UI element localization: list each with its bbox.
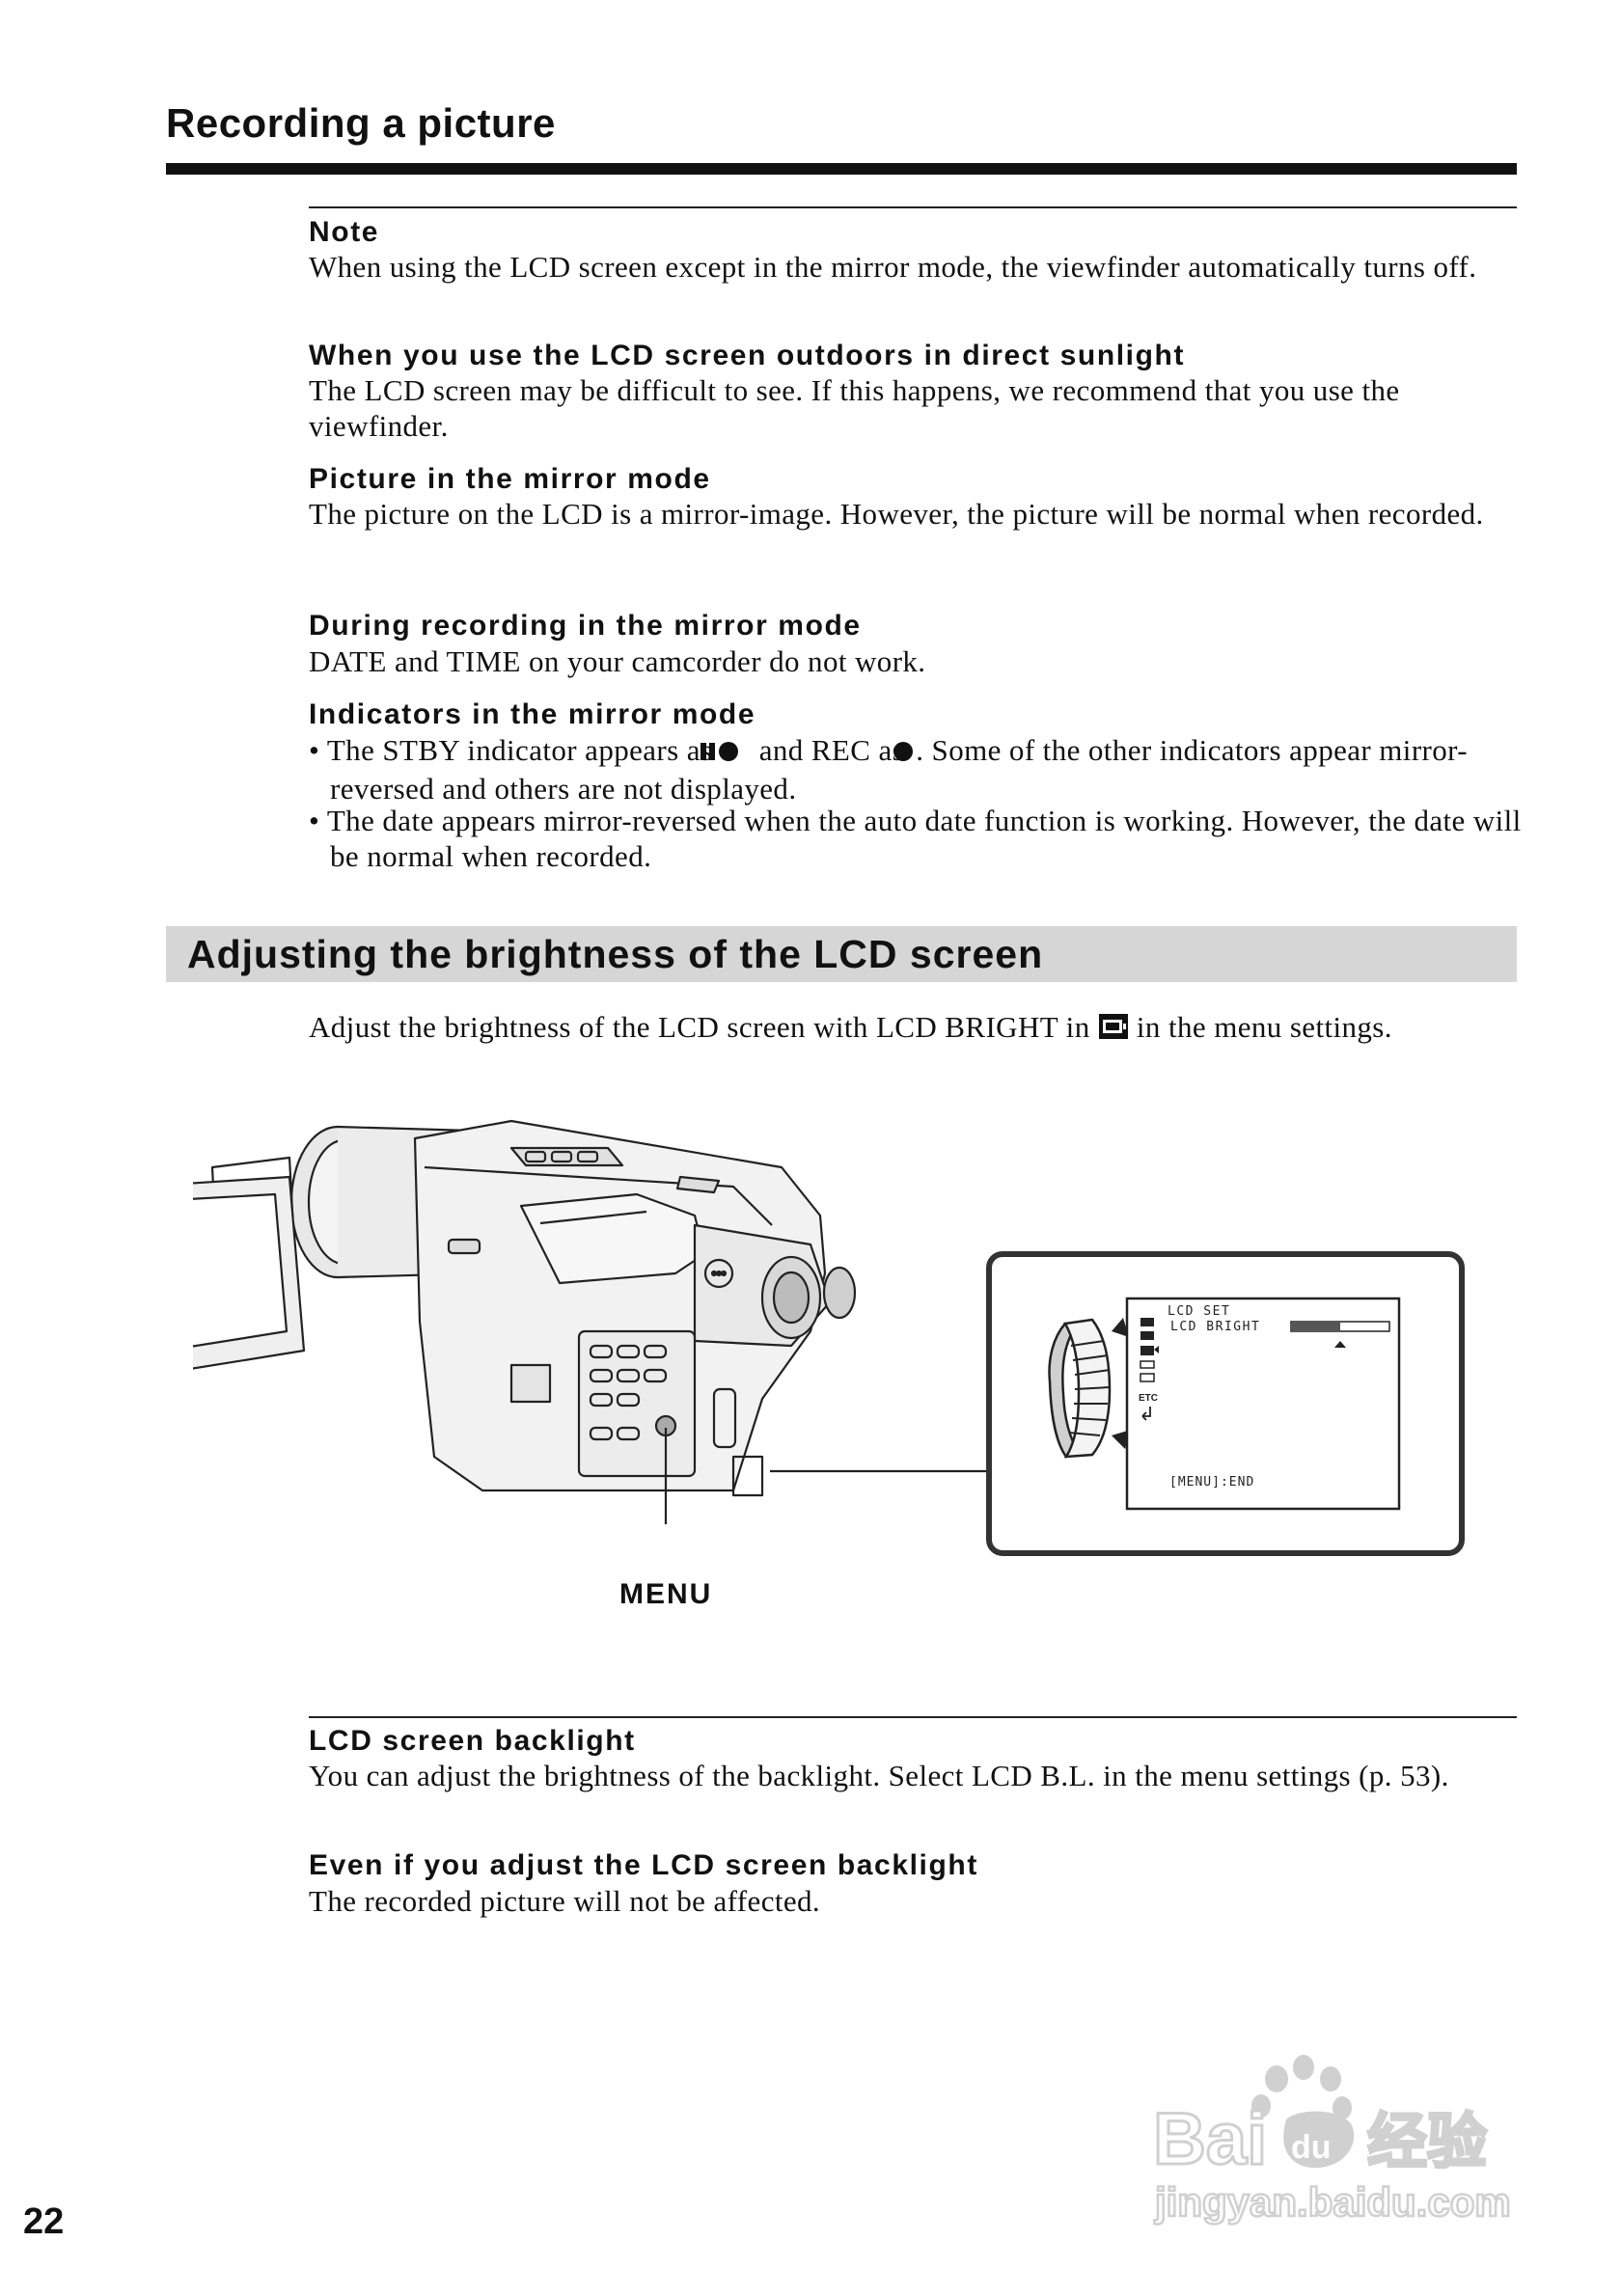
bullet-text-a: The STBY indicator appears as: [326, 733, 713, 767]
lcd-group-label: LCD SET: [1168, 1304, 1230, 1319]
lcd-item-label: LCD BRIGHT: [1170, 1320, 1260, 1334]
intro-text-b: in the menu settings.: [1136, 1010, 1392, 1044]
menu-side-icon-4: [1140, 1360, 1155, 1369]
camcorder-illustration: ETC LCD SET LCD BRIGHT [MENU]:END: [193, 1119, 1465, 1556]
paw-du-icon: du: [1283, 2111, 1355, 2169]
svg-text:du: du: [1291, 2129, 1332, 2166]
menu-side-icon-3: [1140, 1346, 1154, 1355]
divider-backlight: [309, 1716, 1517, 1718]
page-title: Recording a picture: [166, 100, 556, 146]
sunlight-heading: When you use the LCD screen outdoors in …: [309, 340, 1186, 371]
indicator-bullet-date: • The date appears mirror-reversed when …: [309, 804, 1522, 873]
divider-notes: [309, 206, 1517, 208]
page-number: 22: [23, 2201, 65, 2242]
section-title: Adjusting the brightness of the LCD scre…: [187, 932, 1044, 976]
backlight-text: You can adjust the brightness of the bac…: [309, 1759, 1449, 1792]
stby-indicator-icon: [700, 735, 752, 771]
mirror-picture-text: The picture on the LCD is a mirror-image…: [309, 497, 1484, 531]
section-bar: [166, 926, 1517, 982]
title-rule: [166, 163, 1517, 175]
lcd-menu-screen: [1125, 1297, 1401, 1511]
brightness-dial-icon: [1048, 1318, 1142, 1459]
rec-indicator-icon: [893, 735, 916, 771]
menu-side-icon-1: [1140, 1318, 1154, 1326]
backlight-effect-heading: Even if you adjust the LCD screen backli…: [309, 1849, 978, 1881]
indicator-bullet-stby: • The STBY indicator appears as and REC …: [309, 733, 1468, 806]
bullet-text-c: . Some of the other indicators appear mi…: [330, 733, 1468, 806]
brightness-marker: [1334, 1341, 1346, 1348]
backlight-heading: LCD screen backlight: [309, 1725, 636, 1757]
mirror-recording-heading: During recording in the mirror mode: [309, 610, 862, 642]
backlight-effect-text: The recorded picture will not be affecte…: [309, 1884, 821, 1918]
bullet-text-date: The date appears mirror-reversed when th…: [326, 804, 1522, 873]
mirror-picture-heading: Picture in the mirror mode: [309, 463, 711, 495]
menu-side-etc: ETC: [1139, 1393, 1158, 1404]
brightness-fill: [1292, 1323, 1340, 1330]
mirror-recording-text: DATE and TIME on your camcorder do not w…: [309, 644, 926, 678]
intro-text-a: Adjust the brightness of the LCD screen …: [309, 1010, 1090, 1044]
bullet-text-b: and REC as: [758, 733, 905, 767]
note-text: When using the LCD screen except in the …: [309, 250, 1477, 284]
watermark-suffix: 经验: [1367, 2106, 1487, 2176]
section-intro: Adjust the brightness of the LCD screen …: [309, 1009, 1525, 1048]
menu-side-icon-5: [1140, 1373, 1155, 1382]
menu-callout-label: MENU: [619, 1578, 713, 1610]
mirror-indicators-heading: Indicators in the mirror mode: [309, 698, 756, 730]
watermark-url: jingyan.baidu.com: [1154, 2179, 1511, 2225]
menu-side-icon-2: [1140, 1331, 1154, 1340]
note-heading: Note: [309, 216, 380, 248]
sunlight-text: The LCD screen may be difficult to see. …: [309, 373, 1400, 443]
lcd-menu-icon: [1098, 1012, 1129, 1048]
baidu-watermark-logo: Bai du 经验 jingyan.baidu.com: [1153, 2055, 1512, 2226]
return-icon: [1141, 1407, 1151, 1421]
lcd-footer-text: [MENU]:END: [1169, 1475, 1254, 1490]
watermark-brand: Bai: [1153, 2098, 1267, 2180]
